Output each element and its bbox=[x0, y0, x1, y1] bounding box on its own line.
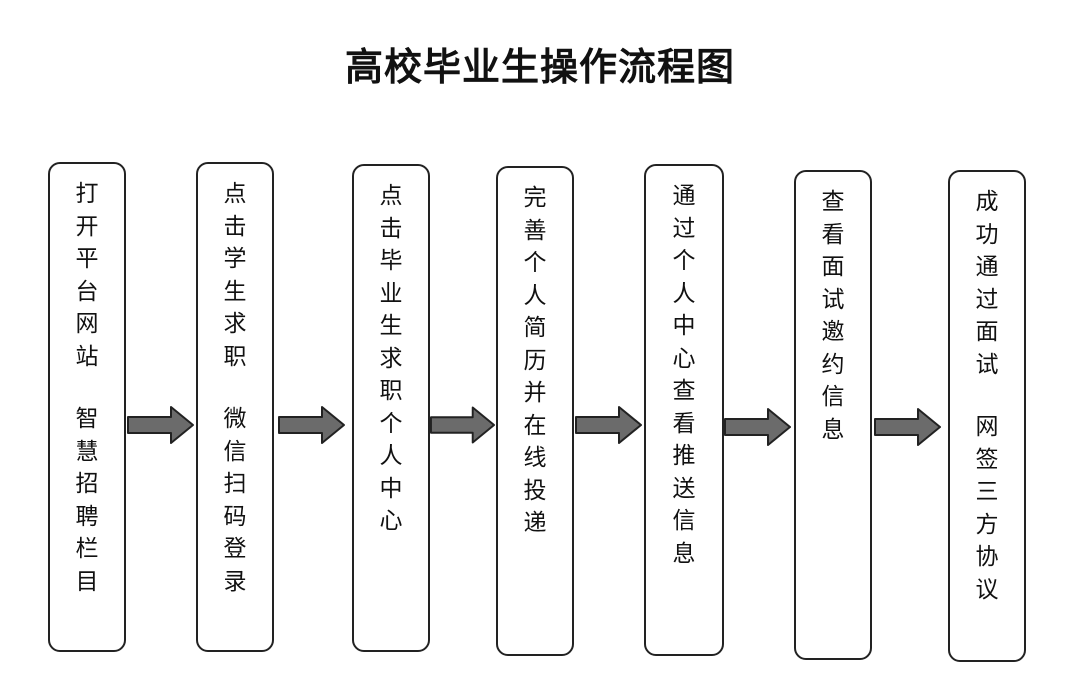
step-3-line-1: 点击毕业生求职个人中心 bbox=[379, 183, 403, 534]
arrow-right-icon bbox=[575, 406, 642, 444]
flow-step-2: 点击学生求职 微信扫码登录 bbox=[196, 162, 274, 652]
step-2-line-1: 点击学生求职 bbox=[223, 181, 247, 370]
step-1-line-2: 智慧招聘栏目 bbox=[75, 406, 99, 595]
step-1-line-1: 打开平台网站 bbox=[75, 181, 99, 370]
step-7-line-2: 网签三方协议 bbox=[975, 414, 999, 603]
flow-step-4: 完善个人简历并在线投递 bbox=[496, 166, 574, 656]
flow-step-5: 通过个人中心查看推送信息 bbox=[644, 164, 724, 656]
step-6-line-1: 查看面试邀约信息 bbox=[821, 189, 845, 443]
step-7-line-1: 成功通过面试 bbox=[975, 189, 999, 378]
arrow-right-icon bbox=[724, 408, 791, 446]
step-4-line-1: 完善个人简历并在线投递 bbox=[523, 185, 547, 536]
arrow-right-icon bbox=[278, 406, 345, 444]
flow-step-1: 打开平台网站 智慧招聘栏目 bbox=[48, 162, 126, 652]
arrow-right-icon bbox=[430, 406, 496, 444]
diagram-title: 高校毕业生操作流程图 bbox=[344, 44, 735, 89]
step-5-line-1: 通过个人中心查看推送信息 bbox=[672, 183, 696, 567]
step-2-line-2: 微信扫码登录 bbox=[223, 406, 247, 595]
arrow-right-icon bbox=[127, 406, 194, 444]
flow-step-7: 成功通过面试 网签三方协议 bbox=[948, 170, 1026, 662]
flow-step-6: 查看面试邀约信息 bbox=[794, 170, 872, 660]
arrow-right-icon bbox=[874, 408, 941, 446]
flow-step-3: 点击毕业生求职个人中心 bbox=[352, 164, 430, 652]
